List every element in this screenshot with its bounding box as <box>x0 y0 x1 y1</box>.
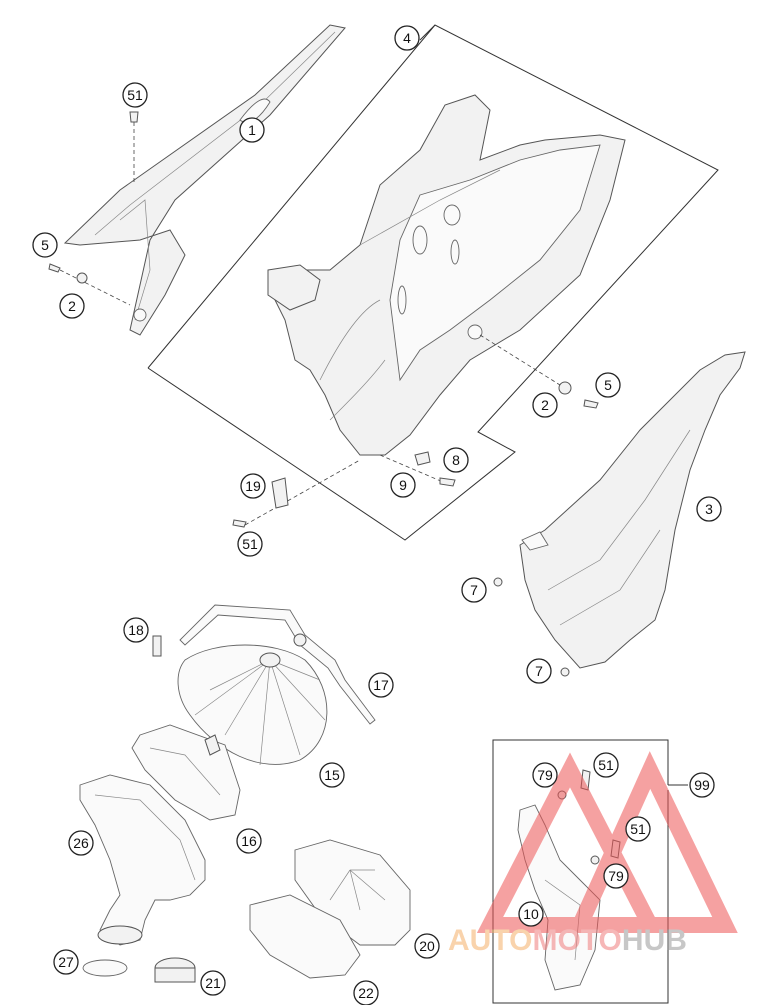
kit-group-frame <box>492 739 669 1004</box>
callout-21: 21 <box>200 970 226 996</box>
svg-text:5: 5 <box>41 237 49 253</box>
callout-18: 18 <box>123 617 149 643</box>
svg-text:9: 9 <box>399 477 407 493</box>
callout-3: 3 <box>696 496 722 522</box>
callout-99: 99 <box>689 772 715 798</box>
part-22-foam <box>249 894 361 979</box>
callout-27: 27 <box>53 949 79 975</box>
svg-text:2: 2 <box>68 298 76 314</box>
part-20-cover <box>294 839 411 946</box>
callout-15: 15 <box>319 762 345 788</box>
svg-text:79: 79 <box>537 767 553 783</box>
svg-text:4: 4 <box>403 30 411 46</box>
callout-4: 4 <box>394 25 420 51</box>
svg-text:1: 1 <box>248 122 256 138</box>
part-3-side-cover <box>519 351 746 669</box>
svg-text:16: 16 <box>241 833 257 849</box>
watermark-text-moto: MOTO <box>532 924 621 957</box>
callout-79a: 79 <box>532 762 558 788</box>
svg-text:20: 20 <box>419 938 435 954</box>
part-16-filter-cage <box>131 724 241 821</box>
callout-19: 19 <box>240 473 266 499</box>
svg-text:19: 19 <box>245 478 261 494</box>
watermark-text-auto: AUTO <box>448 924 532 957</box>
callout-51c: 51 <box>593 752 619 778</box>
callout-17: 17 <box>368 672 394 698</box>
svg-text:51: 51 <box>630 821 646 837</box>
callout-7a: 7 <box>461 577 487 603</box>
callout-22: 22 <box>353 980 379 1005</box>
part-4-airbox-housing <box>267 94 626 456</box>
svg-text:17: 17 <box>373 677 389 693</box>
watermark: AUTOMOTOHUB <box>448 751 738 957</box>
callout-9: 9 <box>390 472 416 498</box>
svg-text:15: 15 <box>324 767 340 783</box>
watermark-triangle-right <box>567 751 738 933</box>
svg-text:7: 7 <box>535 663 543 679</box>
callout-5a: 5 <box>32 232 58 258</box>
svg-text:51: 51 <box>242 536 258 552</box>
callout-1: 1 <box>239 117 265 143</box>
part-26-filter-box <box>79 774 206 946</box>
svg-text:AUTOMOTOHUB: AUTOMOTOHUB <box>448 924 687 957</box>
part-17-filter-arm <box>179 604 376 725</box>
callout-2b: 2 <box>532 392 558 418</box>
part-10-side-panel <box>517 804 601 991</box>
callout-16: 16 <box>236 828 262 854</box>
svg-text:79: 79 <box>608 868 624 884</box>
svg-text:7: 7 <box>470 582 478 598</box>
svg-text:5: 5 <box>604 377 612 393</box>
svg-text:51: 51 <box>598 757 614 773</box>
svg-text:99: 99 <box>694 777 710 793</box>
svg-text:8: 8 <box>452 452 460 468</box>
svg-text:26: 26 <box>73 835 89 851</box>
callout-10: 10 <box>518 901 544 927</box>
svg-text:18: 18 <box>128 622 144 638</box>
svg-text:27: 27 <box>58 954 74 970</box>
callout-7b: 7 <box>526 658 552 684</box>
callout-20: 20 <box>414 933 440 959</box>
watermark-text-hub: HUB <box>622 924 687 957</box>
part-1-side-rail <box>63 24 346 336</box>
svg-text:51: 51 <box>127 87 143 103</box>
callout-51d: 51 <box>625 816 651 842</box>
callout-51a: 51 <box>122 82 148 108</box>
callout-51b: 51 <box>237 531 263 557</box>
callout-5b: 5 <box>595 372 621 398</box>
callout-2a: 2 <box>59 293 85 319</box>
callout-26: 26 <box>68 830 94 856</box>
svg-text:21: 21 <box>205 975 221 991</box>
svg-text:2: 2 <box>541 397 549 413</box>
callout-79b: 79 <box>603 863 629 889</box>
svg-text:10: 10 <box>523 906 539 922</box>
svg-text:22: 22 <box>358 985 374 1001</box>
callout-8: 8 <box>443 447 469 473</box>
svg-text:3: 3 <box>705 501 713 517</box>
